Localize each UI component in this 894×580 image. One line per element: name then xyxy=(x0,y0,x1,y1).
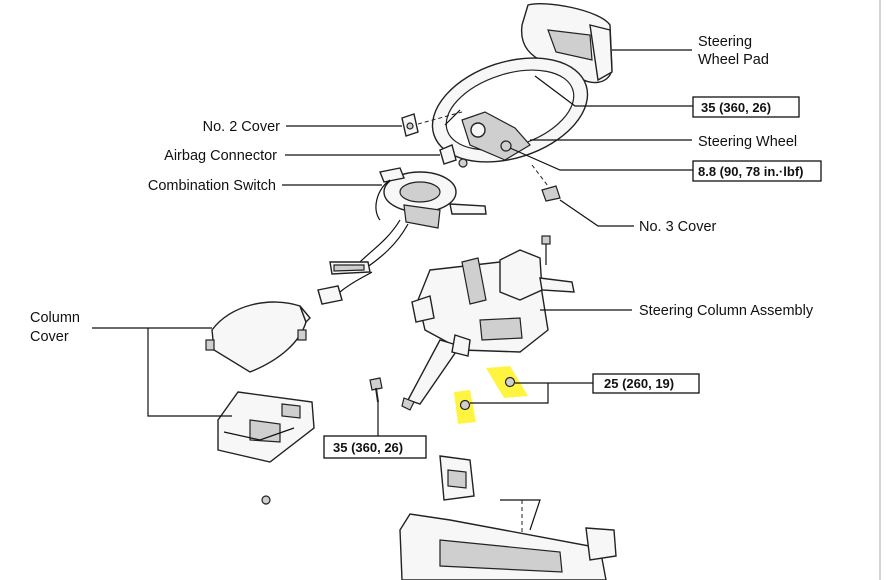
label-no3-cover: No. 3 Cover xyxy=(639,219,717,235)
label-steering-wheel-pad-line2: Wheel Pad xyxy=(698,52,769,68)
torque-box-column-bolt: 35 (360, 26) xyxy=(323,435,427,459)
steering-wheel-pad-part xyxy=(520,3,613,84)
torque-box-pad-nut: 35 (360, 26) xyxy=(692,96,800,118)
torque-pad-nut-text: 35 (360, 26) xyxy=(701,100,771,115)
bottom-bracket-part xyxy=(439,455,541,560)
label-airbag-connector: Airbag Connector xyxy=(164,148,277,164)
label-steering-column-assembly: Steering Column Assembly xyxy=(639,303,814,319)
torque-box-column-nuts: 25 (260, 19) xyxy=(592,373,700,394)
dashboard-panel-part xyxy=(399,513,617,580)
label-column-cover-line1: Column xyxy=(30,310,80,326)
steering-wheel-part xyxy=(431,57,589,163)
no2-cover-part xyxy=(401,111,463,137)
column-cover-lower-part xyxy=(217,391,315,463)
label-no2-cover: No. 2 Cover xyxy=(203,119,281,135)
lower-screw-part xyxy=(261,495,271,505)
torque-column-bolt-text: 35 (360, 26) xyxy=(333,440,403,455)
combination-switch-part xyxy=(359,144,487,269)
torque-box-wheel-nut: 8.8 (90, 78 in.·lbf) xyxy=(692,160,822,182)
highlighted-nut-upper xyxy=(486,366,528,398)
label-combination-switch: Combination Switch xyxy=(148,178,276,194)
torque-column-nuts-text: 25 (260, 19) xyxy=(604,376,674,391)
no3-cover-part xyxy=(531,164,561,202)
label-steering-wheel: Steering Wheel xyxy=(698,134,797,150)
label-column-cover-line2: Cover xyxy=(30,329,69,345)
column-cover-upper-part xyxy=(205,301,311,373)
wire-connectors-part xyxy=(317,261,373,305)
label-steering-wheel-pad-line1: Steering xyxy=(698,34,752,50)
torque-wheel-nut-text: 8.8 (90, 78 in.·lbf) xyxy=(698,164,803,179)
steering-column-assembly-part xyxy=(401,235,575,411)
column-bolt-part xyxy=(369,377,383,403)
leader-lines xyxy=(92,49,693,436)
highlighted-nut-lower xyxy=(454,390,476,424)
